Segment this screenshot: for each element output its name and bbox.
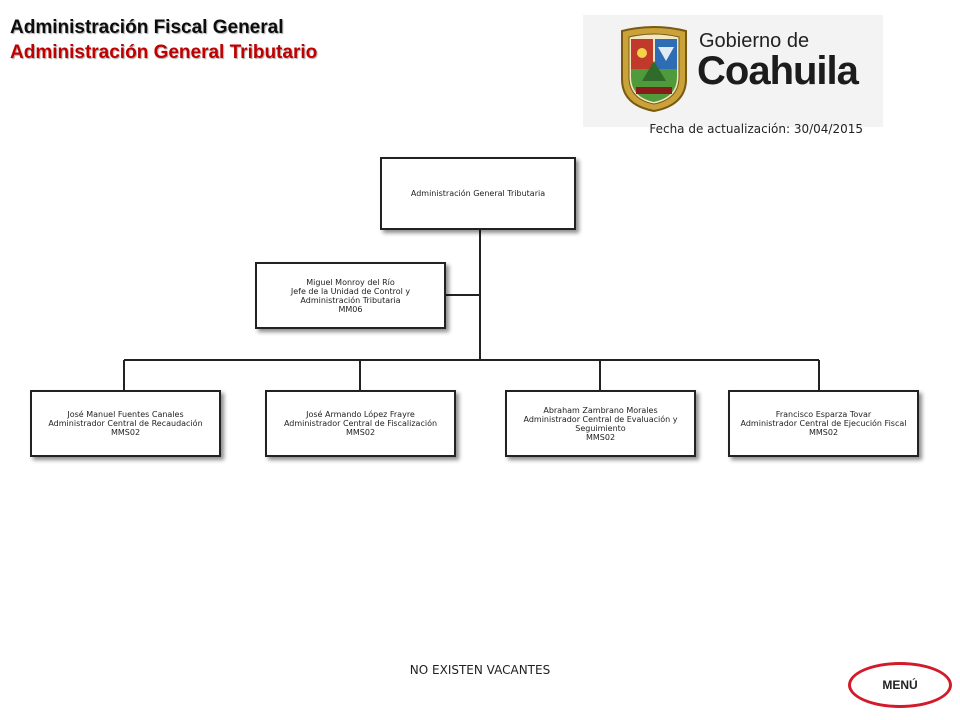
org-node-staff: Miguel Monroy del Río Jefe de la Unidad … bbox=[255, 262, 446, 329]
org-node-recaudacion: José Manuel Fuentes Canales Administrado… bbox=[30, 390, 221, 457]
vacancies-notice: NO EXISTEN VACANTES bbox=[409, 663, 551, 677]
node-line: Miguel Monroy del Río bbox=[306, 277, 395, 287]
node-line: MMS02 bbox=[808, 428, 839, 437]
node-line: Administrador Central de Ejecución Fisca… bbox=[740, 419, 907, 428]
org-node-evaluacion: Abraham Zambrano Morales Administrador C… bbox=[505, 390, 696, 457]
node-line: MMS02 bbox=[585, 432, 616, 442]
node-line: Francisco Esparza Tovar bbox=[775, 410, 872, 419]
page-title: Administración Fiscal General bbox=[10, 17, 284, 38]
page-subtitle: Administración General Tributario bbox=[10, 42, 318, 63]
coat-of-arms-icon bbox=[621, 26, 687, 113]
update-date: Fecha de actualización: 30/04/2015 bbox=[649, 122, 863, 136]
logo-line-coahuila: Coahuila bbox=[697, 49, 859, 93]
node-line: José Manuel Fuentes Canales bbox=[67, 410, 184, 419]
node-line: MM06 bbox=[338, 304, 363, 314]
node-line: MMS02 bbox=[345, 428, 376, 437]
org-node-root: Administración General Tributaria bbox=[380, 157, 576, 230]
node-line: Administrador Central de Recaudación bbox=[48, 419, 203, 428]
node-line: Administrador Central de Fiscalización bbox=[283, 419, 438, 428]
org-node-ejecucion: Francisco Esparza Tovar Administrador Ce… bbox=[728, 390, 919, 457]
org-node-fiscalizacion: José Armando López Frayre Administrador … bbox=[265, 390, 456, 457]
node-line: José Armando López Frayre bbox=[306, 410, 415, 419]
node-line: Administración General Tributaria bbox=[410, 189, 546, 198]
logo-line-gobierno: Gobierno de bbox=[699, 30, 810, 52]
node-line: Administrador Central de Evaluación y Se… bbox=[523, 414, 678, 433]
node-line: MMS02 bbox=[110, 428, 141, 437]
menu-button[interactable]: MENÚ bbox=[848, 662, 952, 708]
node-line: Jefe de la Unidad de Control y Administr… bbox=[290, 286, 411, 305]
gobierno-coahuila-logo: Gobierno de Coahuila bbox=[583, 15, 883, 127]
node-line: Abraham Zambrano Morales bbox=[543, 405, 658, 415]
